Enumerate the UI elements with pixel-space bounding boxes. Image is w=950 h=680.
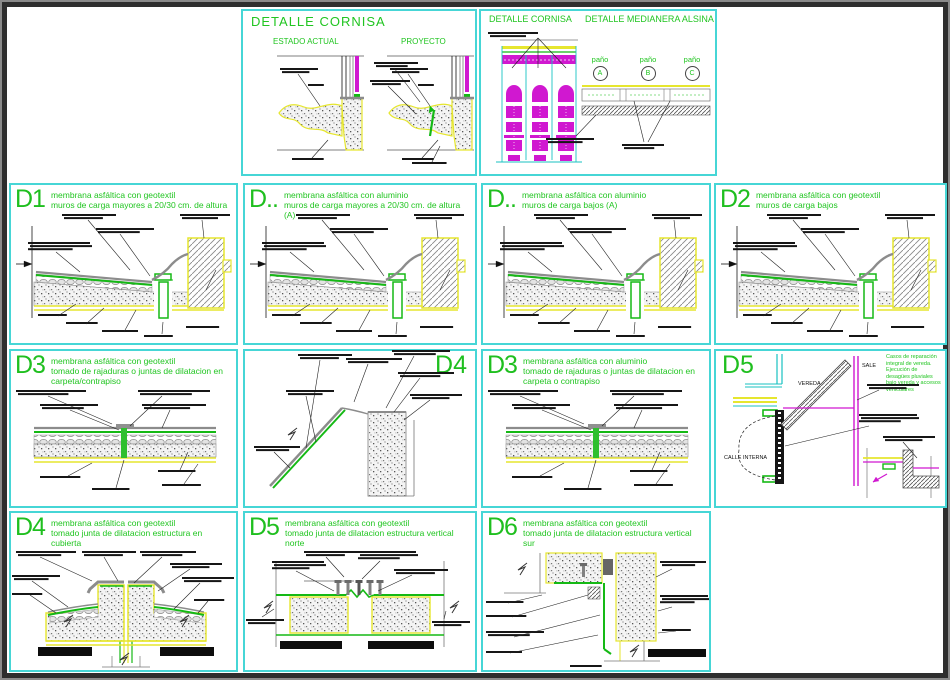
d4-cubierta-drawing	[12, 551, 234, 668]
detail-code: D..	[487, 185, 517, 213]
d5-vereda-drawing	[733, 354, 940, 498]
pano-word: paño	[591, 55, 609, 64]
panel-detalle-cornisa: DETALLE CORNISA ESTADO ACTUAL PROYECTO	[241, 9, 477, 176]
detail-title: membrana asfáltica con geotextil	[755, 190, 881, 200]
detail-code: D3	[487, 351, 518, 379]
detail-code: D2	[720, 185, 751, 213]
d6-sur-drawing	[486, 552, 709, 667]
detail-title: membrana asfáltica con geotextil	[522, 518, 648, 528]
pano-letter-circle: C	[684, 66, 700, 81]
cornisa-drawing	[277, 55, 474, 164]
panel-d5-vereda: D5 Casos de reparación integral de vered…	[714, 349, 947, 508]
pano-a: paño A	[587, 55, 613, 81]
detail-subtitle: muros de carga mayores a 20/30 cm. de al…	[283, 200, 461, 220]
detail-code: D1	[15, 185, 46, 213]
pano-letter-circle: A	[592, 66, 608, 81]
calle-interna-label: CALLE INTERNA	[724, 455, 768, 461]
d-dot-drawing	[250, 214, 466, 337]
d-dot-drawing	[488, 214, 704, 337]
detail-title: membrana asfáltica con geotextil	[284, 518, 410, 528]
proyecto-label: PROYECTO	[401, 37, 446, 46]
d3-drawing	[16, 390, 217, 490]
detail-code: D4	[15, 513, 46, 541]
panel-title: DETALLE CORNISA	[251, 14, 386, 29]
cornisa-title: DETALLE CORNISA	[489, 14, 572, 24]
medianera-title: DETALLE MEDIANERA ALSINA	[585, 14, 714, 24]
detail-code: D4	[435, 351, 467, 379]
detail-subtitle: tomado de rajaduras o juntas de dilataci…	[522, 366, 695, 386]
panel-medianera-alsina: DETALLE CORNISA DETALLE MEDIANERA ALSINA…	[479, 9, 717, 176]
d3-aluminio-drawing	[488, 390, 689, 490]
detail-code: D3	[15, 351, 46, 379]
pano-c: paño C	[679, 55, 705, 81]
detail-title: membrana asfáltica con aluminio	[522, 356, 648, 366]
detail-title: membrana asfáltica con geotextil	[50, 356, 176, 366]
pano-b: paño B	[635, 55, 661, 81]
pano-word: paño	[683, 55, 701, 64]
vereda-label: VEREDA	[798, 381, 821, 387]
d4-roof-drawing	[254, 350, 462, 497]
detail-subtitle: tomado junta de dilatacion estructura ve…	[284, 528, 454, 548]
sale-label: SALE	[862, 363, 877, 369]
detail-title: membrana asfáltica con geotextil	[50, 190, 176, 200]
detail-title: membrana asfáltica con aluminio	[521, 190, 647, 200]
d2-drawing	[721, 214, 937, 337]
detail-subtitle: tomado junta de dilatacion estructura ve…	[522, 528, 692, 548]
pano-word: paño	[639, 55, 657, 64]
pano-letter-circle: B	[640, 66, 656, 81]
detail-code: D5	[722, 351, 754, 379]
d1-drawing	[16, 214, 232, 337]
medianera-drawing	[488, 32, 711, 163]
detail-title: membrana asfáltica con geotextil	[50, 518, 176, 528]
detail-code: D5	[249, 513, 280, 541]
panel-d4-roof: D4	[243, 349, 477, 508]
detail-subtitle: tomado junta de dilatacion estructura en…	[50, 528, 203, 548]
detail-code: D6	[487, 513, 518, 541]
d5-norte-drawing	[246, 551, 470, 649]
detail-subtitle: muros de carga bajos	[755, 200, 838, 210]
detail-subtitle: muros de carga mayores a 20/30 cm. de al…	[50, 200, 228, 210]
detail-code: D..	[249, 185, 279, 213]
detail-subtitle: tomado de rajaduras o juntas de dilataci…	[50, 366, 223, 386]
estado-actual-label: ESTADO ACTUAL	[273, 37, 339, 46]
detail-title: membrana asfáltica con aluminio	[283, 190, 409, 200]
detail-subtitle: muros de carga bajos (A)	[521, 200, 618, 210]
d5-note: Casos de reparación integral de vereda. …	[886, 354, 941, 393]
